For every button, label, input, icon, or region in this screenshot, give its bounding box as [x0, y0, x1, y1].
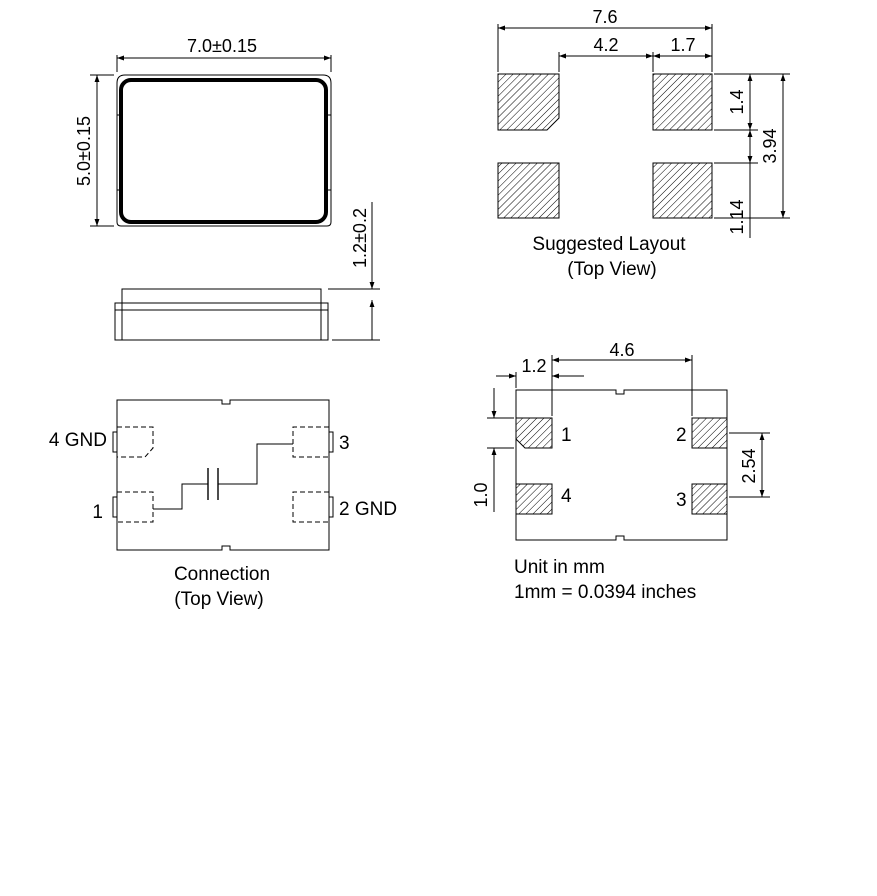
- package-side-view: 1.2±0.2: [114, 202, 380, 341]
- bottom-pad-offset: 1.2: [521, 356, 546, 376]
- package-width-label: 7.0±0.15: [187, 36, 257, 56]
- layout-pad-gap: 1.14: [727, 199, 747, 234]
- package-height-label: 5.0±0.15: [74, 116, 94, 186]
- bottom-view: 4.6 1.2 1.0 2.54 1 2 3 4 Unit in mm 1mm …: [471, 340, 770, 603]
- layout-overall-height: 3.94: [760, 128, 780, 163]
- package-top-view: 7.0±0.15 5.0±0.15: [74, 36, 332, 227]
- layout-caption: Suggested Layout: [532, 234, 686, 255]
- connection-caption-view: (Top View): [174, 589, 263, 610]
- pin2-gnd-label: 2 GND: [339, 499, 397, 520]
- units-conversion: 1mm = 0.0394 inches: [514, 582, 696, 603]
- layout-caption-view: (Top View): [567, 259, 656, 280]
- bottom-pin2: 2: [676, 425, 687, 446]
- bottom-pin3: 3: [676, 490, 687, 511]
- bottom-pad-size: 1.0: [471, 482, 491, 507]
- pin4-gnd-label: 4 GND: [49, 430, 107, 451]
- layout-pad-height: 1.4: [727, 89, 747, 114]
- layout-pad-width: 1.7: [670, 35, 695, 55]
- package-thickness-label: 1.2±0.2: [350, 208, 370, 268]
- layout-overall-width: 7.6: [592, 7, 617, 27]
- units-label: Unit in mm: [514, 557, 605, 578]
- connection-caption: Connection: [174, 564, 270, 585]
- layout-inner-gap: 4.2: [593, 35, 618, 55]
- bottom-pin1: 1: [561, 425, 572, 446]
- suggested-layout: 7.6 4.2 1.7 1.4 3.94 1.14 Suggested Layo…: [497, 7, 790, 280]
- bottom-pad-pitch-y: 2.54: [739, 448, 759, 483]
- pin3-label: 3: [339, 433, 350, 454]
- connection-diagram: 4 GND 3 1 2 GND Connection (Top View): [49, 399, 397, 610]
- bottom-pin4: 4: [561, 486, 572, 507]
- pin1-label: 1: [92, 502, 103, 523]
- bottom-pad-pitch-x: 4.6: [609, 340, 634, 360]
